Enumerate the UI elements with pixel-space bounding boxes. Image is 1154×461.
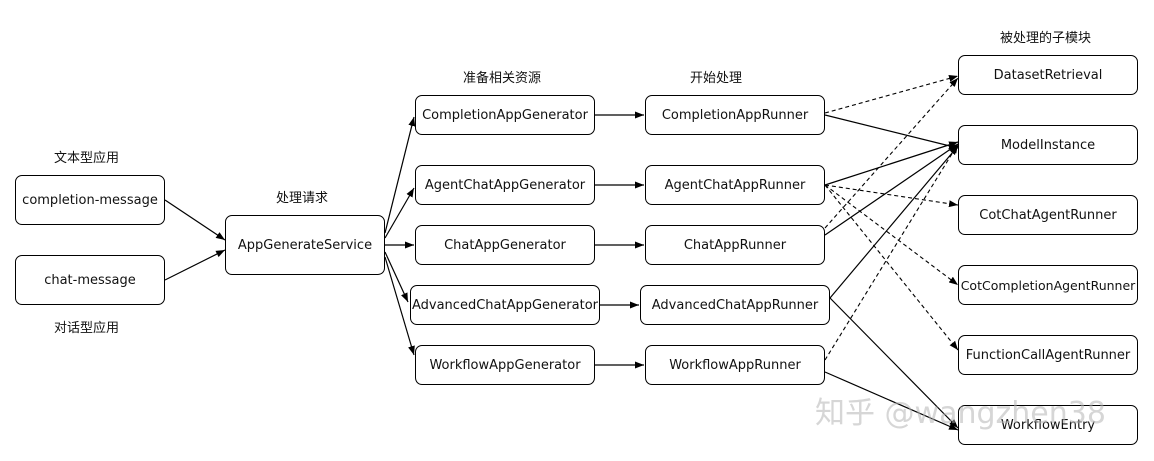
edge-agent-runner-to-cot-chat [824, 184, 959, 208]
node-chat-app-runner: ChatAppRunner [645, 225, 825, 265]
node-chat-app-generator: ChatAppGenerator [415, 225, 595, 265]
node-workflow-entry: WorkflowEntry [958, 405, 1138, 445]
label-process-request: 处理请求 [276, 191, 329, 206]
edge-service-to-completion-generator [384, 116, 416, 234]
label-text-app: 文本型应用 [54, 151, 120, 166]
edge-advanced-runner-to-model [829, 145, 959, 299]
node-dataset-retrieval: DatasetRetrieval [958, 55, 1138, 95]
edge-advanced-runner-to-workflow-entry [829, 297, 959, 429]
node-agent-chat-app-generator: AgentChatAppGenerator [415, 165, 595, 205]
edge-workflow-runner-to-model [824, 143, 959, 361]
edge-workflow-runner-to-workflow-entry [824, 371, 959, 431]
edge-completion-message-to-service [164, 199, 226, 241]
edge-completion-runner-to-model [824, 114, 959, 150]
edge-chat-message-to-service [164, 249, 226, 281]
node-advanced-chat-app-runner: AdvancedChatAppRunner [640, 285, 830, 325]
label-submodules: 被处理的子模块 [1000, 31, 1092, 46]
node-completion-message: completion-message [15, 175, 165, 225]
edge-service-to-workflow-generator [384, 256, 415, 356]
edge-completion-runner-to-dataset [824, 75, 959, 114]
label-chat-app: 对话型应用 [54, 321, 120, 336]
node-completion-app-runner: CompletionAppRunner [645, 95, 825, 135]
node-cot-completion-agent-runner: CotCompletionAgentRunner [958, 265, 1138, 305]
edge-agent-runner-to-cot-completion [824, 184, 959, 286]
watermark: 知乎 @wangzhen38 [815, 396, 1106, 431]
node-chat-message: chat-message [15, 255, 165, 305]
edge-chat-runner-to-dataset [824, 77, 959, 229]
node-completion-app-generator: CompletionAppGenerator [415, 95, 595, 135]
node-workflow-app-runner: WorkflowAppRunner [645, 345, 825, 385]
node-cot-chat-agent-runner: CotChatAgentRunner [958, 195, 1138, 235]
label-prepare-resources: 准备相关资源 [463, 71, 542, 86]
node-app-generate-service: AppGenerateService [225, 215, 385, 275]
edge-agent-runner-to-model [824, 141, 959, 186]
node-function-call-agent-runner: FunctionCallAgentRunner [958, 335, 1138, 375]
edge-service-to-advanced-generator [384, 251, 409, 303]
edge-service-to-agent-generator [384, 187, 415, 239]
label-start-processing: 开始处理 [690, 71, 743, 86]
node-agent-chat-app-runner: AgentChatAppRunner [645, 165, 825, 205]
node-model-instance: ModelInstance [958, 125, 1138, 165]
node-advanced-chat-app-generator: AdvancedChatAppGenerator [410, 285, 600, 325]
edge-agent-runner-to-function-call [824, 184, 959, 351]
edge-chat-runner-to-model [824, 143, 959, 236]
node-workflow-app-generator: WorkflowAppGenerator [415, 345, 595, 385]
